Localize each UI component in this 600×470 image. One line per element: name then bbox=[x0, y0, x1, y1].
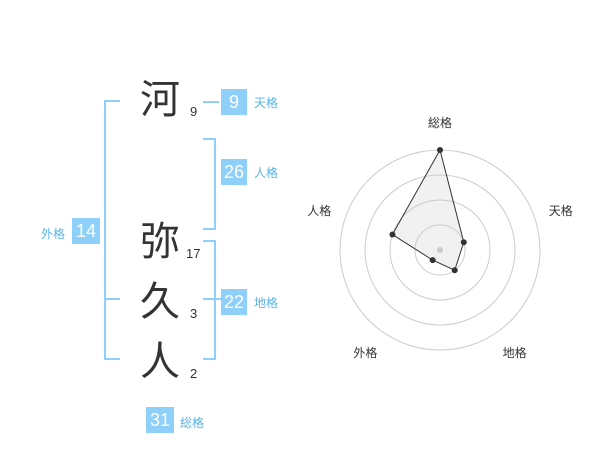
chikaku-value: 22 bbox=[221, 289, 247, 315]
soukaku-label: 総格 bbox=[180, 416, 205, 430]
tenkaku-label: 天格 bbox=[254, 96, 279, 110]
radar-point-1 bbox=[437, 147, 443, 153]
radar-axis-label-4: 外格 bbox=[353, 345, 378, 360]
radar-axis-label-1: 総格 bbox=[428, 116, 453, 130]
jinkaku-bracket-bottom bbox=[203, 228, 216, 230]
jinkaku-label: 人格 bbox=[254, 166, 279, 180]
jinkaku-bracket-vertical bbox=[214, 138, 216, 230]
gaikaku-label: 外格 bbox=[41, 227, 66, 241]
stroke-count-4: 2 bbox=[190, 366, 198, 381]
radar-ring bbox=[339, 149, 541, 351]
gaikaku-bracket-top bbox=[104, 100, 120, 102]
name-char-2: 弥 bbox=[140, 219, 180, 265]
radar-center bbox=[437, 247, 443, 253]
radar-point-4 bbox=[429, 257, 436, 264]
stroke-count-1: 9 bbox=[190, 104, 198, 119]
radar-point-5 bbox=[389, 231, 396, 238]
stroke-count-2: 17 bbox=[186, 246, 201, 261]
gaikaku-bracket-mid bbox=[104, 298, 120, 300]
name-char-3: 久 bbox=[140, 279, 180, 325]
radar-ring bbox=[389, 199, 491, 301]
chikaku-bracket-vertical bbox=[214, 240, 216, 360]
tenkaku-value: 9 bbox=[221, 89, 247, 115]
radar-point-2 bbox=[460, 239, 467, 246]
radar-series-polygon bbox=[391, 148, 465, 271]
chikaku-bracket-bottom bbox=[203, 358, 216, 360]
jinkaku-bracket-top bbox=[203, 138, 216, 140]
radar-axis-label-5: 人格 bbox=[307, 203, 332, 218]
radar-ring bbox=[414, 224, 466, 276]
radar-axis-label-2: 天格 bbox=[548, 203, 573, 218]
gaikaku-bracket-vertical bbox=[104, 100, 106, 360]
stroke-count-3: 3 bbox=[190, 306, 198, 321]
soukaku-value: 31 bbox=[146, 407, 174, 433]
gaikaku-bracket-bottom bbox=[104, 358, 120, 360]
radar-point-3 bbox=[451, 267, 458, 274]
chikaku-bracket-top bbox=[203, 240, 216, 242]
chikaku-connector bbox=[203, 298, 221, 300]
jinkaku-value: 26 bbox=[221, 159, 247, 185]
gaikaku-value: 14 bbox=[72, 218, 100, 244]
chikaku-label: 地格 bbox=[254, 296, 279, 310]
radar-ring bbox=[364, 174, 516, 326]
tenkaku-connector bbox=[203, 101, 219, 103]
name-char-4: 人 bbox=[140, 339, 180, 385]
radar-axis-label-3: 地格 bbox=[502, 345, 527, 360]
name-char-1: 河 bbox=[140, 77, 180, 123]
